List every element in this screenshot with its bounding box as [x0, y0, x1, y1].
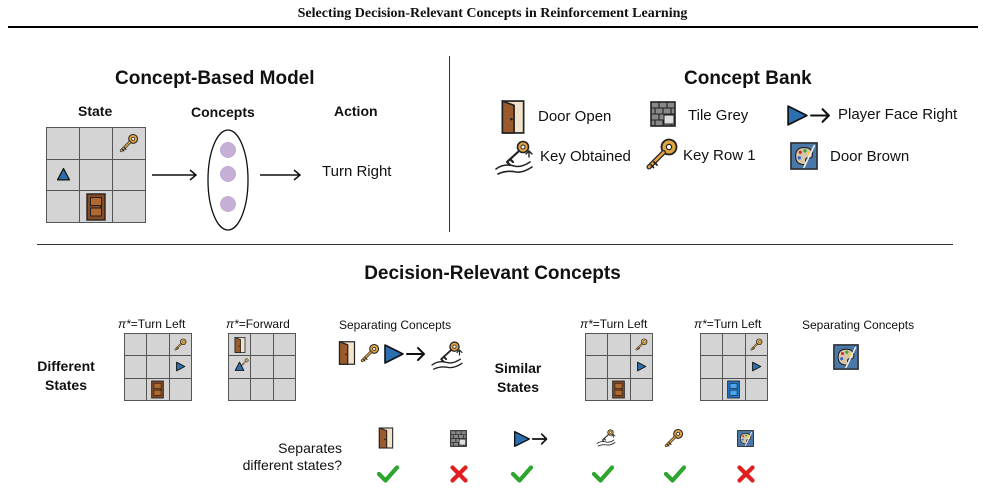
player-icon	[751, 361, 762, 372]
check-icon	[376, 464, 400, 484]
player-icon	[175, 361, 186, 372]
label-line: States	[44, 377, 88, 393]
check-icon	[510, 464, 534, 484]
key-icon	[119, 133, 139, 153]
bank-item-label: Door Brown	[830, 148, 910, 165]
policy-label: π*=Forward	[226, 317, 290, 331]
bank-item-label: Door Open	[538, 108, 612, 125]
policy-action: =Turn Left	[130, 317, 186, 331]
arrow-state-to-concepts	[152, 169, 198, 181]
hand-key-icon	[494, 139, 534, 175]
palette-icon	[737, 430, 754, 447]
hand-key-icon	[596, 428, 616, 447]
question-line: different states?	[242, 457, 342, 473]
policy-symbol: π*	[226, 317, 239, 331]
key-icon	[241, 358, 249, 366]
section-divider	[37, 244, 953, 245]
bank-item-label: Player Face Right	[838, 106, 958, 123]
policy-action: =Turn Left	[706, 317, 762, 331]
door-icon	[612, 380, 625, 399]
key-icon	[174, 338, 187, 351]
label-line: Different	[37, 358, 95, 374]
bank-item-label: Tile Grey	[688, 107, 749, 124]
triangle-arrow-icon	[383, 343, 427, 365]
similar-states-label: Similar States	[488, 359, 548, 397]
state-grid-different-a	[124, 333, 192, 401]
model-title: Concept-Based Model	[115, 68, 315, 89]
key-icon	[635, 338, 648, 351]
concept-bottleneck	[207, 129, 249, 231]
hand-key-icon	[430, 340, 464, 370]
action-label: Action	[334, 103, 378, 119]
key-icon	[664, 428, 684, 448]
palette-icon	[790, 142, 818, 170]
door-open-icon	[378, 427, 394, 449]
separates-question: Separates different states?	[212, 440, 342, 474]
key-icon	[360, 343, 380, 363]
door-icon	[86, 193, 106, 221]
state-label: State	[78, 103, 113, 119]
state-grid	[46, 127, 146, 223]
separating-concepts-label: Separating Concepts	[339, 318, 452, 332]
palette-icon	[833, 344, 859, 370]
concepts-label: Concepts	[191, 104, 255, 120]
different-states-label: Different States	[33, 357, 99, 395]
label-line: Similar	[494, 360, 542, 376]
door-open-icon	[338, 341, 356, 365]
state-grid-similar-b	[700, 333, 768, 401]
policy-symbol: π*	[694, 317, 707, 331]
policy-symbol: π*	[118, 317, 131, 331]
action-value: Turn Right	[322, 163, 392, 180]
triangle-arrow-icon	[513, 430, 549, 448]
cross-icon	[449, 464, 469, 484]
concept-node	[220, 196, 236, 212]
label-line: States	[496, 379, 540, 395]
brick-tile-icon	[650, 101, 676, 127]
door-blue-icon	[727, 380, 740, 399]
title-rule	[8, 26, 978, 28]
policy-label: π*=Turn Left	[694, 317, 761, 331]
door-open-icon	[500, 100, 526, 134]
bank-title: Concept Bank	[684, 68, 812, 89]
key-icon	[645, 137, 679, 171]
door-icon	[151, 380, 164, 399]
state-grid-similar-a	[585, 333, 653, 401]
state-grid-different-b	[228, 333, 296, 401]
section-divider	[449, 56, 450, 232]
concept-node	[220, 166, 236, 182]
arrow-concepts-to-action	[260, 169, 302, 181]
figure-title: Selecting Decision-Relevant Concepts in …	[297, 6, 688, 21]
check-icon	[663, 464, 687, 484]
bank-item-label: Key Row 1	[683, 147, 756, 164]
cross-icon	[736, 464, 756, 484]
question-line: Separates	[278, 440, 342, 456]
triangle-arrow-icon	[786, 104, 832, 127]
door-open-icon	[234, 337, 246, 353]
key-icon	[750, 338, 763, 351]
concept-node	[220, 142, 236, 158]
policy-label: π*=Turn Left	[118, 317, 185, 331]
policy-action: =Turn Left	[592, 317, 648, 331]
relevant-title: Decision-Relevant Concepts	[364, 263, 621, 284]
player-icon	[56, 167, 71, 182]
player-icon	[636, 361, 647, 372]
separating-concepts-label: Separating Concepts	[802, 318, 915, 332]
brick-tile-icon	[450, 430, 467, 447]
policy-action: =Forward	[238, 317, 290, 331]
policy-label: π*=Turn Left	[580, 317, 647, 331]
check-icon	[591, 464, 615, 484]
policy-symbol: π*	[580, 317, 593, 331]
bank-item-label: Key Obtained	[540, 148, 631, 165]
